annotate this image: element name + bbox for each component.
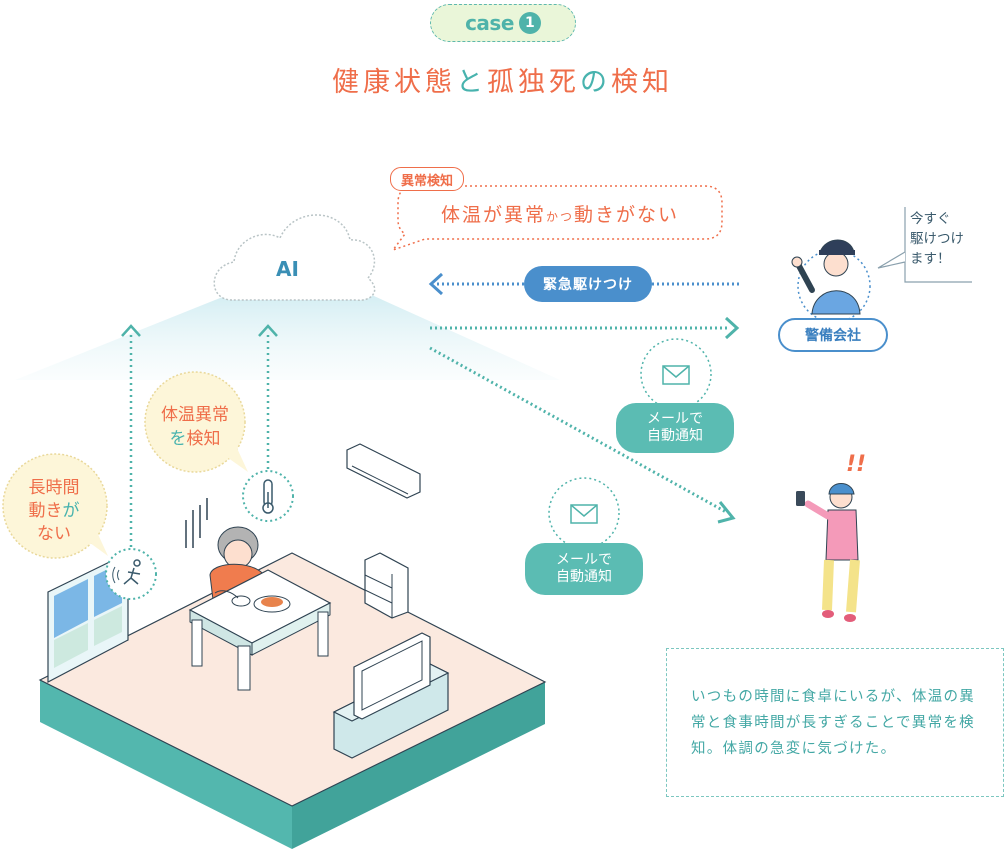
title-part-4: の <box>580 67 611 98</box>
temp-bubble-line-2a: を <box>169 429 187 449</box>
thermometer-icon <box>242 470 294 522</box>
alert-bubble <box>390 185 723 252</box>
temp-bubble-line-2b: 検知 <box>186 429 221 449</box>
guard-speech-text: 今すぐ 駆けつけ ます！ <box>910 209 964 269</box>
security-company-label: 警備会社 <box>778 318 888 352</box>
ai-beam <box>15 292 560 380</box>
motion-sensor-icon <box>105 548 157 600</box>
family-exclaim-text: !! <box>846 452 867 477</box>
motion-bubble-text: 長時間 動きが ない <box>4 477 104 546</box>
elderly-person-at-table <box>185 498 332 691</box>
mail-label-line-2: 自動通知 <box>647 428 703 444</box>
title-part-3: 孤独死 <box>487 67 580 98</box>
case-badge: case 1 <box>430 4 576 42</box>
ai-label: AI <box>276 257 299 281</box>
mail-icon-family <box>548 477 620 549</box>
guard-speech-line-3: ます！ <box>910 251 951 267</box>
page-title: 健康状態と孤独死の検知 <box>0 60 1005 99</box>
ai-cloud <box>213 214 376 301</box>
air-conditioner <box>346 443 421 499</box>
title-part-5: 検知 <box>611 67 673 98</box>
mail-label-family: メールで 自動通知 <box>525 543 643 595</box>
motion-bubble-line-2a: 動き <box>28 501 63 521</box>
temp-bubble-text: 体温異常 を検知 <box>145 403 245 451</box>
alert-text: 体温が異常かつ動きがない <box>400 200 720 227</box>
motion-bubble-line-3: ない <box>37 524 71 544</box>
description-text: いつもの時間に食卓にいるが、体温の異常と食事時間が長すぎることで異常を検知。体調… <box>691 688 976 757</box>
title-part-2: と <box>456 67 487 98</box>
case-number: 1 <box>518 12 541 34</box>
motion-bubble-line-2b: が <box>62 501 80 521</box>
motion-bubble <box>2 453 108 559</box>
mail-label-line-2-family: 自動通知 <box>556 569 612 585</box>
guard-speech-bubble <box>877 207 972 283</box>
shelf <box>364 552 409 619</box>
mail-label-line-1-family: メールで <box>556 552 612 569</box>
alert-text-a: 体温が異常 <box>440 204 546 226</box>
emergency-arrow <box>428 272 742 296</box>
tv <box>332 632 450 759</box>
guard-speech-line-2: 駆けつけ <box>910 231 964 247</box>
emergency-dispatch-label: 緊急駆けつけ <box>524 266 652 302</box>
alert-tag: 異常検知 <box>390 167 465 191</box>
temp-bubble-line-1: 体温異常 <box>161 405 229 425</box>
title-part-1: 健康状態 <box>332 67 456 98</box>
sensor-arrows <box>129 335 270 548</box>
room <box>38 552 547 849</box>
mail-label-security: メールで 自動通知 <box>616 403 734 453</box>
description-box: いつもの時間に食卓にいるが、体温の異常と食事時間が長すぎることで異常を検知。体調… <box>666 648 1004 797</box>
alert-text-small: かつ <box>545 210 574 224</box>
mail-label-line-1: メールで <box>647 411 703 428</box>
temp-bubble <box>144 371 248 473</box>
case-label: case <box>465 11 514 35</box>
notify-arrows <box>429 316 740 524</box>
family-member <box>796 483 860 622</box>
mail-icon-security <box>640 338 712 410</box>
guard-speech-line-1: 今すぐ <box>910 211 951 227</box>
security-guard <box>791 239 871 323</box>
alert-text-b: 動きがない <box>574 204 680 226</box>
motion-bubble-line-1: 長時間 <box>28 478 80 498</box>
